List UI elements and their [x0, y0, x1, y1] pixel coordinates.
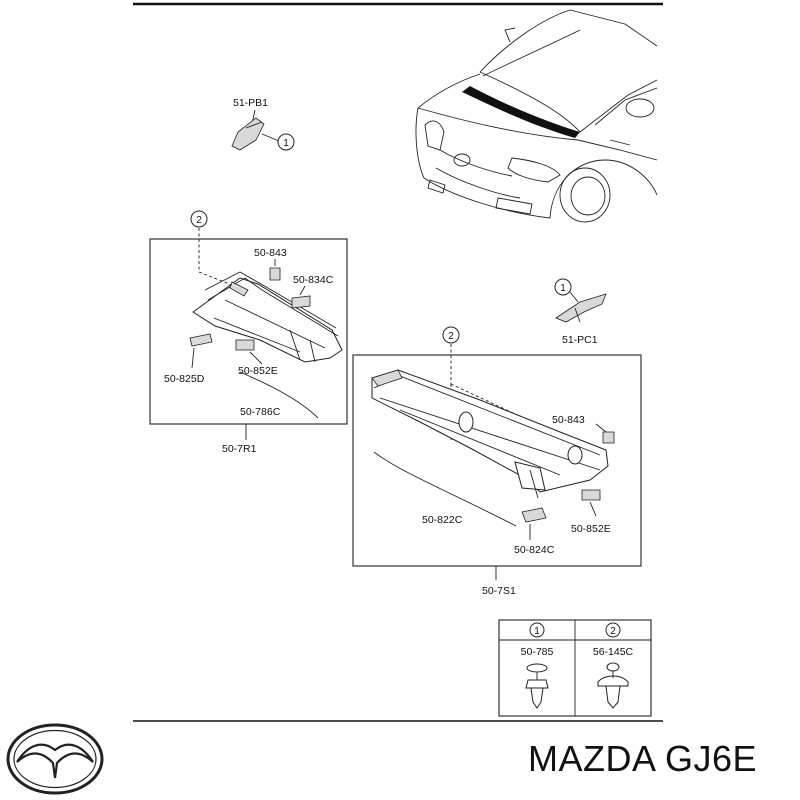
callout-1-circle: [277, 133, 295, 151]
label-51-pb1: 51-PB1: [233, 97, 268, 109]
part-51-pc1: 1 51-PC1: [554, 278, 607, 346]
label-50-7s1: 50-7S1: [482, 585, 516, 597]
box-50-7s1: [352, 354, 642, 567]
label-right-50-822c: 50-822C: [422, 514, 463, 526]
label-left-50-786c: 50-786C: [240, 406, 281, 418]
clip-50-785-drawing: [525, 663, 549, 709]
mazda-logo: [6, 723, 104, 795]
legend-part-50-785: 50-785: [521, 646, 554, 658]
callout-2-circle: [190, 210, 208, 228]
callout-1-text: 1: [560, 283, 566, 294]
label-50-7r1: 50-7R1: [222, 443, 257, 455]
label-51-pc1: 51-PC1: [562, 334, 598, 346]
legend-num-1: 1: [534, 626, 540, 637]
assembly-50-7s1: 2 50-843 50-822C 50-824C 50-852E 50-7S1: [352, 326, 642, 597]
part-51-pb1: 51-PB1 1: [231, 97, 295, 151]
clip-56-145c-drawing: [597, 662, 629, 709]
callout-2-text: 2: [196, 215, 202, 226]
legend-callout-1: [529, 622, 545, 638]
label-left-50-825d: 50-825D: [164, 373, 205, 385]
label-left-50-852e: 50-852E: [238, 365, 278, 377]
legend-part-56-145c: 56-145C: [593, 646, 634, 658]
callout-1-circle: [554, 278, 572, 296]
car-illustration: [415, 9, 658, 223]
brand-part-number: MAZDA GJ6E: [528, 738, 758, 779]
label-left-50-834c: 50-834C: [293, 274, 334, 286]
callout-1-text: 1: [283, 138, 289, 149]
label-right-50-852e: 50-852E: [571, 523, 611, 535]
callout-2-circle: [442, 326, 460, 344]
assembly-50-7r1: 2 50-843 50-834C 50-825D 50-852E 50-786C: [149, 210, 348, 455]
legend-callout-2: [605, 622, 621, 638]
callout-2-text: 2: [448, 331, 454, 342]
label-left-50-843: 50-843: [254, 247, 287, 259]
box-50-7r1: [149, 238, 348, 425]
legend-num-2: 2: [610, 626, 616, 637]
label-right-50-824c: 50-824C: [514, 544, 555, 556]
label-right-50-843: 50-843: [552, 414, 585, 426]
fastener-legend: 1 2 50-785 56-145C: [498, 619, 652, 717]
